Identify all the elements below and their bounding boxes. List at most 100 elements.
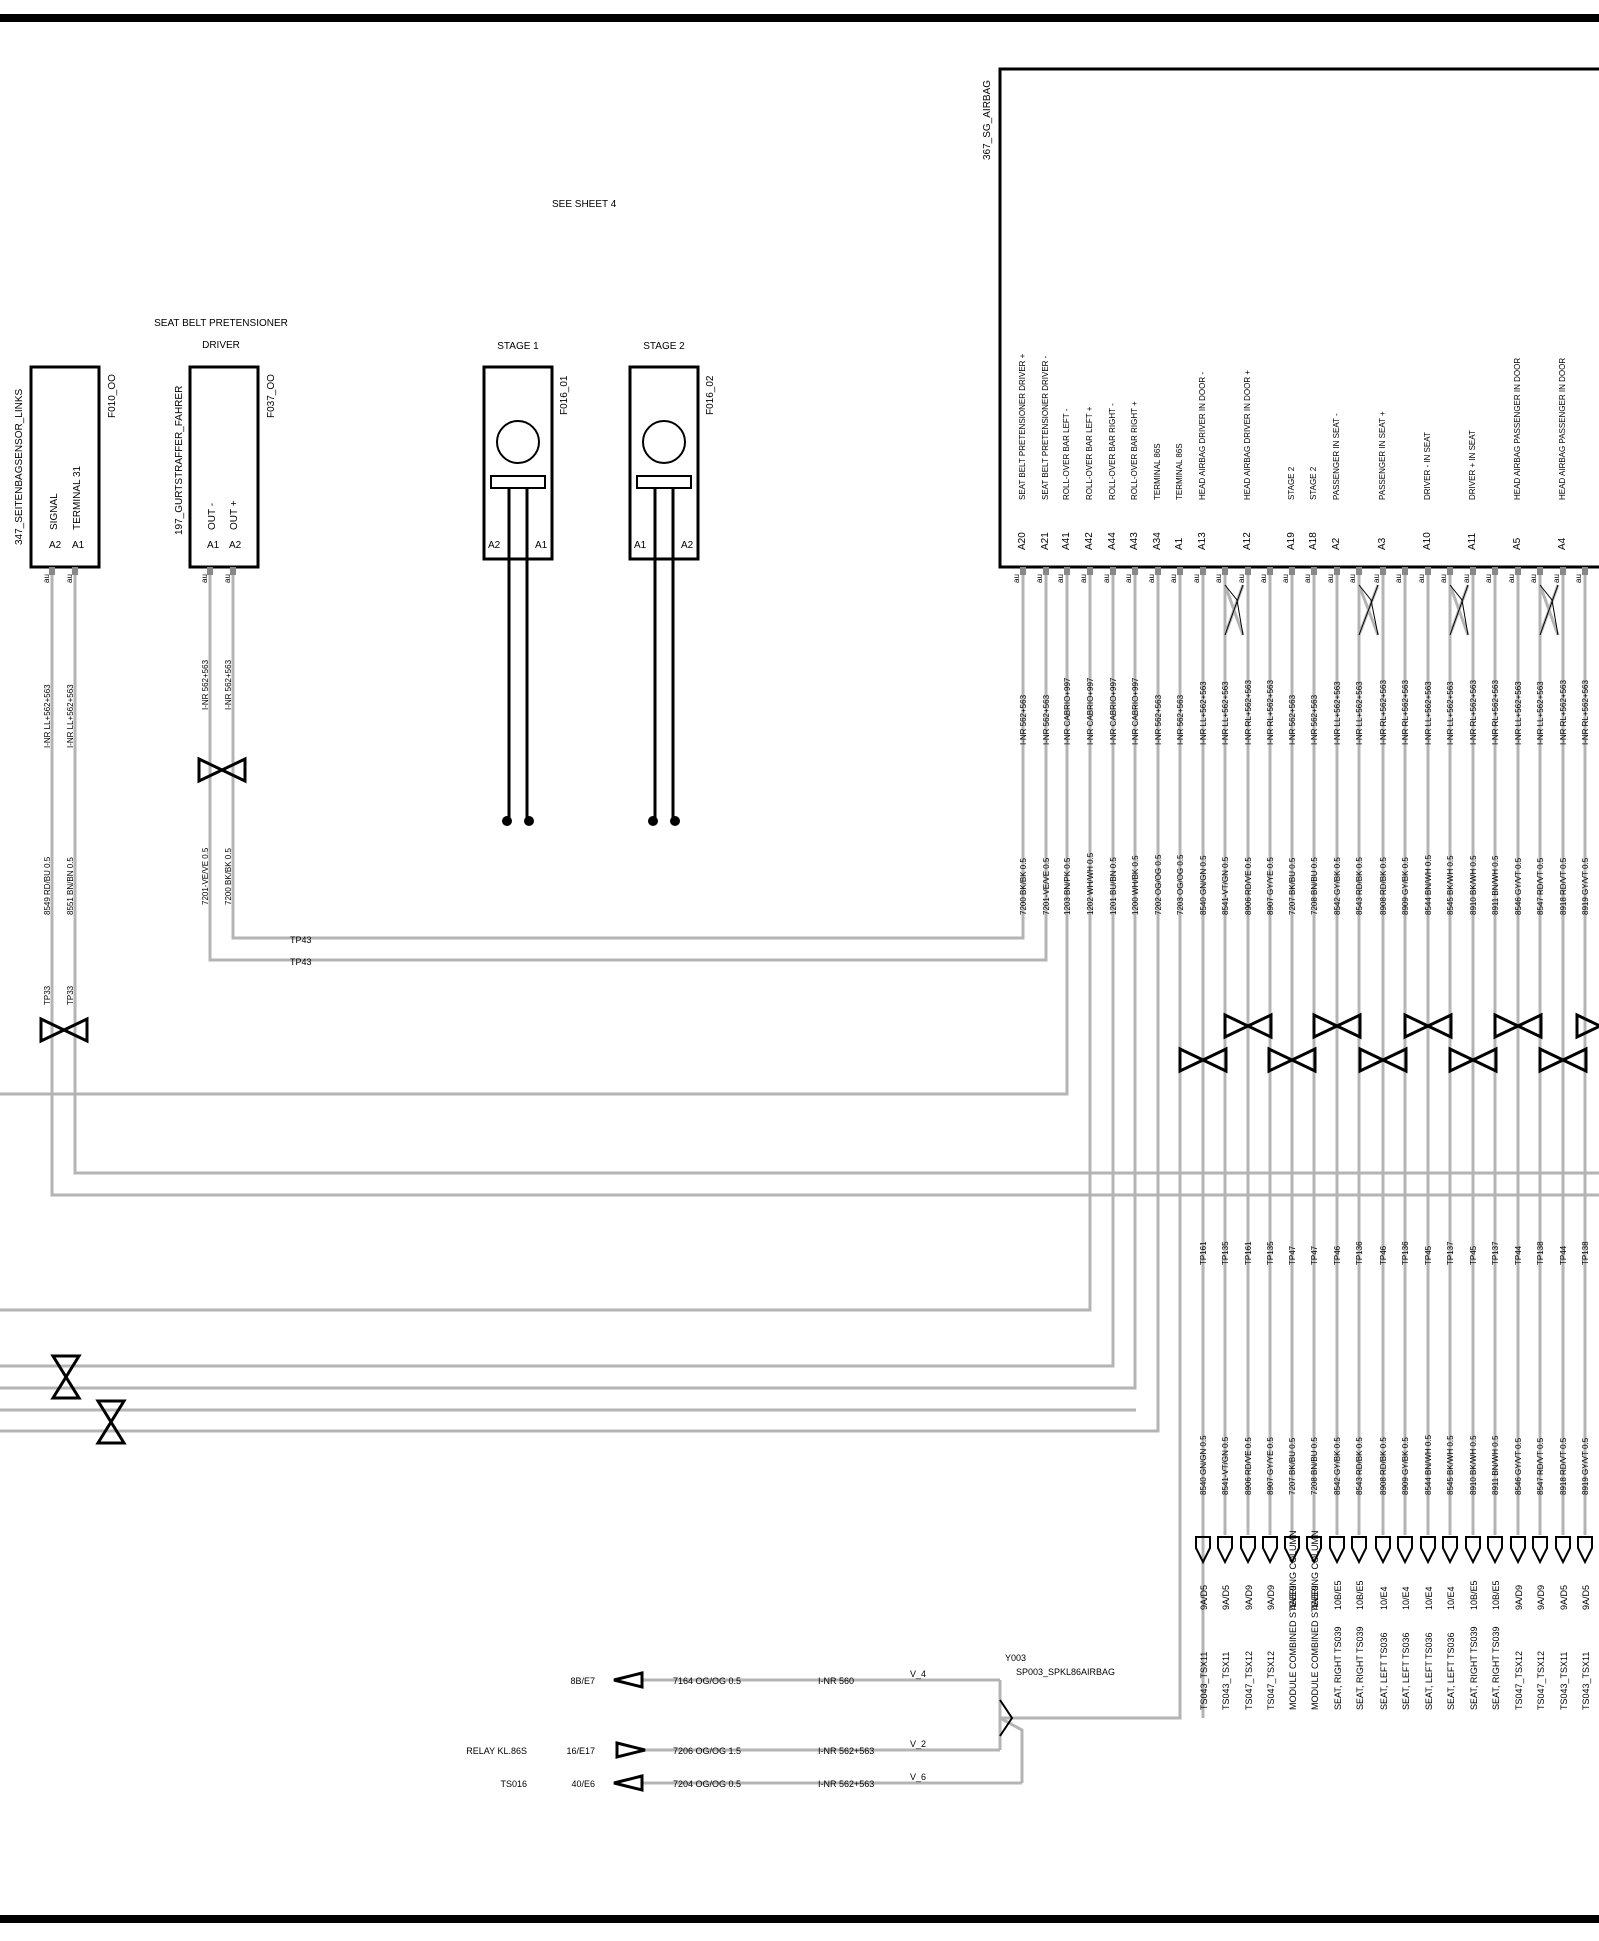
ecu-wire-spec: I-NR RL+562+563 [1244, 680, 1253, 745]
splice-connector-in [613, 1774, 644, 1792]
pretensioner-subtitle: DRIVER [202, 340, 240, 351]
twist [1539, 584, 1559, 636]
au-label: au [1035, 574, 1044, 583]
ecu-tp: TP47 [1310, 1245, 1319, 1265]
au-label: au [1394, 574, 1403, 583]
terminal-ref: 10B/E5 [1491, 1580, 1501, 1610]
ecu-wire-spec: I-NR CABRIO+997 [1131, 677, 1140, 745]
terminal-arrow [1329, 1536, 1345, 1565]
ecu-pin-label: SEAT BELT PRETENSIONER DRIVER + [1018, 353, 1027, 500]
ecu-pin-label: ROLL-OVER BAR LEFT - [1062, 408, 1071, 500]
gurtstraffer-pin: A1 [207, 540, 220, 551]
au-label: au [1281, 574, 1290, 583]
stage1-pin: A1 [535, 540, 548, 551]
terminal-arrow [1217, 1536, 1233, 1565]
au-label: au [1102, 574, 1111, 583]
gurtstraffer-wire-spec: I-NR 562+563 [201, 659, 210, 710]
stage2-leads [653, 488, 675, 820]
side-sensor-wire [73, 575, 1599, 1175]
ecu-wire-spec: I-NR RL+562+563 [1559, 680, 1568, 745]
ecu-pin-stub [1155, 567, 1161, 575]
terminal-arrow [1577, 1536, 1593, 1565]
ecu-wire-spec: I-NR RL+562+563 [1379, 680, 1388, 745]
terminal-dest: SEAT, LEFT TS036 [1379, 1632, 1389, 1710]
roll-over-splice [95, 1399, 127, 1445]
ecu-pin: A5 [1512, 537, 1523, 550]
splice-row-color: 7206 OG/OG 1.5 [673, 1746, 741, 1756]
ecu-pin-stub [1582, 567, 1588, 575]
side-sensor-wire-color: 8551 BN/BN 0.5 [66, 857, 75, 915]
terminal-arrow [1487, 1536, 1503, 1565]
stage1-base [490, 475, 546, 489]
splice-wire [999, 1716, 1024, 1783]
side-sensor-splice [39, 1016, 89, 1044]
terminal-dest: SEAT, LEFT TS036 [1401, 1632, 1411, 1710]
header-note: SEE SHEET 4 [552, 199, 617, 210]
au-label: au [42, 574, 51, 583]
splice-name: SP003_SPKL86AIRBAG [1016, 1667, 1115, 1677]
ecu-pin-stub [1200, 567, 1206, 575]
ecu-pin-stub [1043, 567, 1049, 575]
ecu-pin-label: DRIVER - IN SEAT [1423, 432, 1432, 500]
gurtstraffer-wire-minus [208, 575, 1048, 962]
au-label: au [1259, 574, 1268, 583]
ecu-pin: A44 [1107, 532, 1118, 550]
ecu-pin: A20 [1017, 532, 1028, 550]
splice-row-spec: I-NR 562+563 [818, 1746, 874, 1756]
terminal-86s-wire [1000, 575, 1182, 1720]
ecu-pin-label: TERMINAL 86S [1153, 443, 1162, 500]
side-sensor-tp: TP33 [43, 985, 52, 1005]
ecu-wire-spec: I-NR 562+563 [1042, 694, 1051, 745]
stage1-bulb [496, 420, 540, 464]
stage2-bulb [642, 420, 686, 464]
ecu-wire-color: 7201-VE/VE 0.5 [1042, 857, 1051, 915]
ecu-splice [1267, 1046, 1317, 1074]
side-sensor-pin-stub [49, 567, 55, 575]
ecu-pin-label: ROLL-OVER BAR RIGHT - [1108, 403, 1117, 500]
ecu-pin-label: HEAD AIRBAG PASSENGER IN DOOR [1558, 358, 1567, 500]
gurtstraffer-pin-label: OUT + [229, 500, 240, 530]
splice-row-v: V_4 [910, 1669, 926, 1679]
terminal-arrow [1306, 1536, 1322, 1565]
ecu-wire-color: 8911 BN/WH 0.5 [1491, 855, 1500, 915]
tp43-label: TP43 [290, 957, 312, 967]
stage1-title: STAGE 1 [497, 341, 539, 352]
ecu-wire-color: 1202 WH/WH 0.5 [1086, 852, 1095, 915]
terminal-dest: TS043_TSX11 [1581, 1652, 1591, 1710]
ecu-tp: TP44 [1559, 1245, 1568, 1265]
ecu-pin-label: SEAT BELT PRETENSIONER DRIVER - [1041, 355, 1050, 500]
gurtstraffer-pin-stub [230, 567, 236, 575]
airbag-ecu-name: 367_SG_AIRBAG [982, 80, 993, 160]
ecu-pin-label: HEAD AIRBAG PASSENGER IN DOOR [1513, 358, 1522, 500]
side-sensor-box [29, 365, 101, 569]
terminal-ref: 10/E4 [1379, 1586, 1389, 1610]
terminal-wire-color: 8911 BN/WH 0.5 [1491, 1435, 1500, 1495]
ecu-pin-stub [1334, 567, 1340, 575]
ecu-pin-stub [1132, 567, 1138, 575]
au-label: au [200, 574, 209, 583]
ecu-splice [1223, 1012, 1273, 1040]
roll-over-wire [0, 575, 1160, 1433]
au-label: au [1303, 574, 1312, 583]
gurtstraffer-ref: F037_OO [266, 374, 277, 418]
ecu-tp: TP138 [1536, 1241, 1545, 1265]
side-sensor-ref: F010_OO [107, 374, 118, 418]
ecu-wire-color: 7203 OG/OG 0.5 [1176, 854, 1185, 915]
stage2-ref: F016_02 [705, 375, 716, 415]
splice-row-spec: I-NR 560 [818, 1676, 854, 1686]
side-sensor-name: 347_SEITENBAGSENSOR_LINKS [14, 388, 25, 545]
ecu-pin: A43 [1129, 532, 1140, 550]
au-label: au [1237, 574, 1246, 583]
ecu-pin: A12 [1242, 532, 1253, 550]
terminal-dest: SEAT, RIGHT TS039 [1333, 1626, 1343, 1710]
stage1-leads [507, 488, 529, 820]
ecu-wire-spec: I-NR 562+563 [1154, 694, 1163, 745]
ecu-pin: A42 [1084, 532, 1095, 550]
ecu-pin-stub [1064, 567, 1070, 575]
terminal-dest: TS043_TSX11 [1221, 1652, 1231, 1710]
terminal-ref: 9A/D9 [1266, 1585, 1276, 1610]
ecu-pin-stub [1087, 567, 1093, 575]
twist [1224, 584, 1244, 636]
ecu-tp: TP44 [1514, 1245, 1523, 1265]
side-sensor-pin-stub [72, 567, 78, 575]
